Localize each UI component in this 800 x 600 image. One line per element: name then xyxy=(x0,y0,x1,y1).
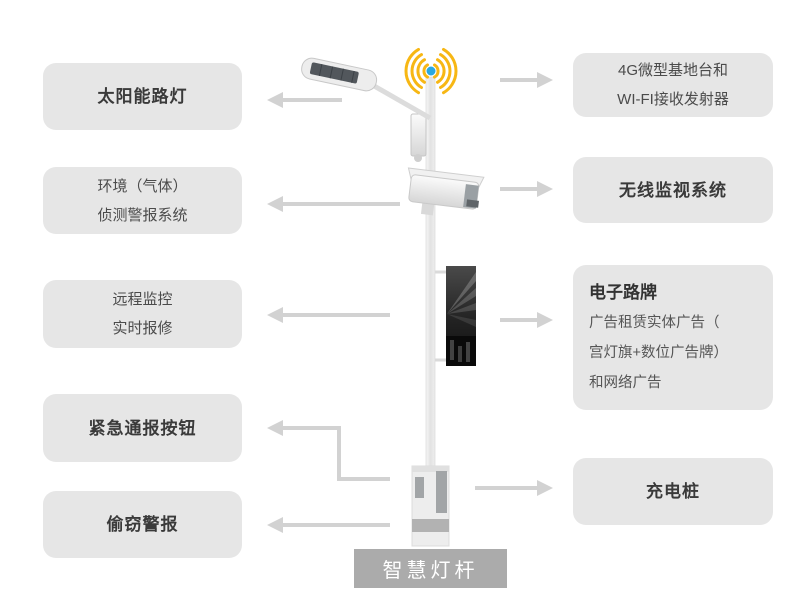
box-label: 充电桩 xyxy=(646,482,700,501)
arrow-to-electronic-sign xyxy=(500,312,553,328)
arrow-to-wireless-surveillance xyxy=(500,181,553,197)
box-title: 电子路牌 xyxy=(589,283,657,302)
remote-monitoring-box: 远程监控 实时报修 xyxy=(43,280,242,348)
emergency-button-box: 紧急通报按钮 xyxy=(43,394,242,462)
arrow-to-solar-light xyxy=(267,92,342,108)
cctv-camera-icon xyxy=(407,167,485,216)
electronic-sign-box: 电子路牌 广告租赁实体广告（ 宫灯旗+数位广告牌） 和网络广告 xyxy=(573,265,773,410)
connector-arrows xyxy=(267,72,553,533)
charging-cabinet-icon xyxy=(411,465,450,547)
env-gas-detection-box: 环境（气体） 侦测警报系统 xyxy=(43,167,242,234)
box-label: 实时报修 xyxy=(112,320,173,337)
arrow-to-theft-alarm xyxy=(267,517,390,533)
box-label: WI-FI接收发射器 xyxy=(617,91,729,108)
box-label: 广告租赁实体广告（ xyxy=(589,315,720,331)
theft-alarm-box: 偷窃警报 xyxy=(43,491,242,558)
box-label: 侦测警报系统 xyxy=(97,206,188,224)
arrow-to-env-detection xyxy=(267,196,400,212)
box-label: 无线监视系统 xyxy=(619,180,727,200)
arrow-to-emergency-button xyxy=(267,420,390,481)
box-label: 宫灯旗+数位广告牌） xyxy=(589,345,728,361)
arrow-to-remote-monitoring xyxy=(267,307,390,323)
box-label: 紧急通报按钮 xyxy=(88,418,197,438)
antenna-unit-icon xyxy=(410,113,427,162)
arrow-to-4g-wifi xyxy=(500,72,553,88)
solar-street-lamp-icon xyxy=(301,57,432,121)
wireless-surveillance-box: 无线监视系统 xyxy=(573,157,773,223)
pole-label-bar: 智慧灯杆 xyxy=(354,549,507,588)
wifi-signal-icon xyxy=(404,47,458,95)
box-label: 4G微型基地台和 xyxy=(617,62,728,79)
box-label: 远程监控 xyxy=(112,291,173,308)
arrow-to-charging-pile xyxy=(475,480,553,496)
box-label: 偷窃警报 xyxy=(106,515,179,534)
pole xyxy=(425,76,436,468)
digital-billboard-icon xyxy=(435,266,476,366)
box-label: 环境（气体） xyxy=(97,177,188,195)
solar-street-light-box: 太阳能路灯 xyxy=(43,63,242,130)
charging-pile-box: 充电桩 xyxy=(573,458,773,525)
box-label: 太阳能路灯 xyxy=(97,87,188,106)
4g-wifi-box: 4G微型基地台和 WI-FI接收发射器 xyxy=(573,53,773,117)
box-label: 和网络广告 xyxy=(589,375,662,391)
